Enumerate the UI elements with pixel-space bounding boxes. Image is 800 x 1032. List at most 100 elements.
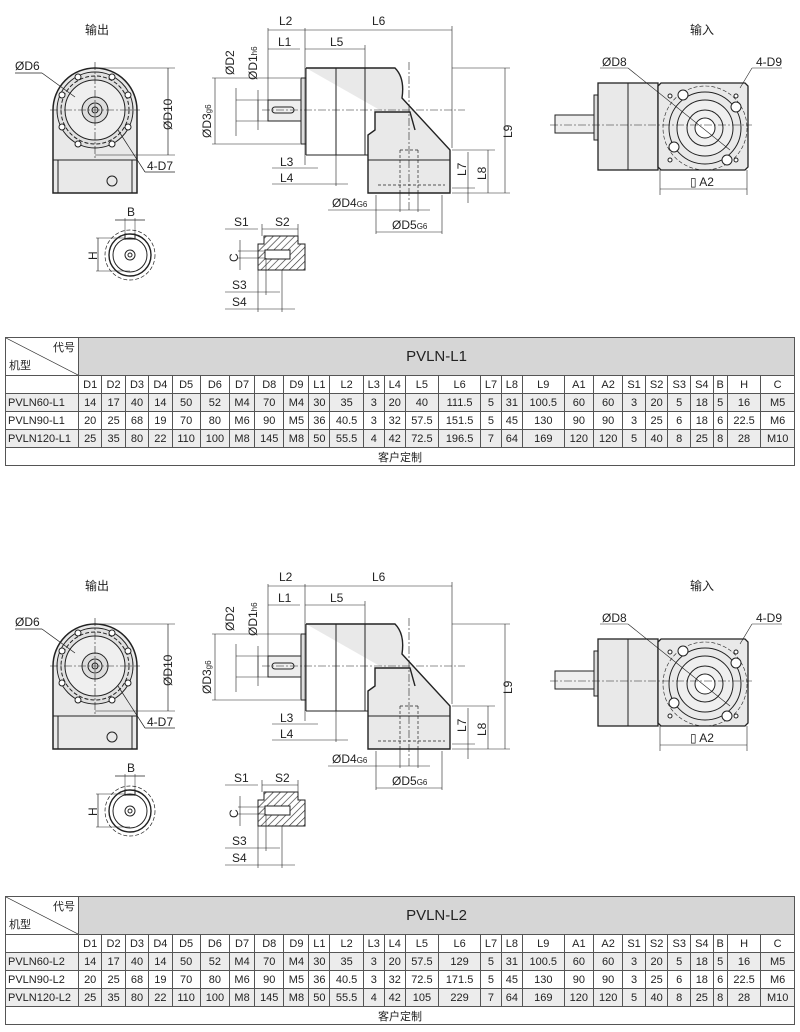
table-title: PVLN-L1 [78,337,795,376]
column-header-l5: L5 [404,375,440,394]
column-header-l6: L6 [438,375,482,394]
value-cell-b: 6 [712,411,728,430]
value-cell-d4: 22 [148,988,173,1007]
value-cell-s4: 25 [690,988,714,1007]
value-cell-d2: 25 [101,411,126,430]
b-label: B [127,205,135,219]
column-header-s2: S2 [644,375,669,394]
value-cell-a1: 60 [563,952,595,971]
value-cell-a2: 60 [592,952,624,971]
column-header-d9: D9 [283,375,310,394]
column-header-d6: D6 [199,934,231,953]
value-cell-s3: 5 [667,952,692,971]
column-header-d8: D8 [254,375,285,394]
value-cell-d1: 20 [77,970,103,989]
value-cell-d9: M4 [283,393,310,412]
d7-label: 4-D7 [147,159,173,173]
value-cell-a1: 90 [563,970,595,989]
drawing-pvln-l1: 输出 ØD6 ØD10 4-D7 B H [0,0,800,335]
value-cell-h: 16 [726,393,762,412]
value-cell-d2: 25 [101,970,126,989]
input-label: 输入 [690,578,714,593]
value-cell-l3: 4 [362,429,385,448]
value-cell-c: M5 [760,393,795,412]
value-cell-d6: 80 [199,970,231,989]
code-label: 代号 [53,901,75,913]
value-cell-d2: 17 [101,393,126,412]
value-cell-d1: 25 [77,429,103,448]
value-cell-d8: 145 [254,988,285,1007]
dimension-drawing: 输出 ØD6 ØD10 4-D7 B H [15,14,782,312]
column-header-d4: D4 [148,934,173,953]
s3-label: S3 [232,834,247,848]
od10-label: ØD10 [161,654,175,686]
od3-label: ØD3g6 [200,104,214,138]
value-cell-d4: 14 [148,952,173,971]
column-header-l8: L8 [500,934,523,953]
d9-label: 4-D9 [756,55,782,69]
l2-label: L2 [279,570,293,584]
side-view [212,26,510,234]
column-header-l5: L5 [404,934,440,953]
value-cell-d8: 70 [254,952,285,971]
model-label: 机型 [9,919,31,931]
value-cell-l1: 36 [308,970,331,989]
side-view [212,582,510,790]
column-header-d1: D1 [77,934,103,953]
value-cell-s3: 5 [667,393,692,412]
value-cell-l2: 40.5 [329,970,364,989]
od10-label: ØD10 [161,98,175,130]
value-cell-s1: 3 [622,970,646,989]
value-cell-d5: 50 [171,952,201,971]
value-cell-l3: 4 [362,988,385,1007]
h-label: H [86,251,100,260]
c-label: C [227,253,241,262]
l4-label: L4 [280,727,294,741]
value-cell-d8: 90 [254,411,285,430]
value-cell-d4: 19 [148,411,173,430]
column-header-h: H [726,375,762,394]
value-cell-l4: 20 [383,952,406,971]
value-cell-d8: 90 [254,970,285,989]
s2-label: S2 [275,771,290,785]
value-cell-d3: 80 [124,429,150,448]
value-cell-d4: 14 [148,393,173,412]
od6-label: ØD6 [15,615,40,629]
value-cell-h: 28 [726,429,762,448]
column-header-empty [5,934,79,953]
model-cell: PVLN120-L2 [5,988,79,1007]
l2-label: L2 [279,14,293,28]
diagonal-divider [6,338,78,375]
column-header-b: B [712,934,728,953]
value-cell-s4: 18 [690,393,714,412]
value-cell-d2: 35 [101,429,126,448]
column-header-h: H [726,934,762,953]
model-cell: PVLN120-L1 [5,429,79,448]
s1-label: S1 [234,771,249,785]
s2-label: S2 [275,215,290,229]
column-header-d5: D5 [171,934,201,953]
value-cell-c: M6 [760,970,795,989]
column-header-l4: L4 [383,934,406,953]
custom-footer: 客户定制 [5,447,795,466]
od3-label: ØD3g6 [200,660,214,694]
value-cell-d9: M4 [283,952,310,971]
value-cell-l2: 35 [329,952,364,971]
key-section-view [225,224,306,312]
l8-label: L8 [475,166,489,180]
value-cell-l7: 5 [480,411,502,430]
h-label: H [86,807,100,816]
value-cell-d4: 19 [148,970,173,989]
value-cell-l9: 169 [521,988,565,1007]
column-header-l6: L6 [438,934,482,953]
column-header-d3: D3 [124,934,150,953]
column-header-s4: S4 [690,375,714,394]
value-cell-s1: 3 [622,952,646,971]
value-cell-d5: 70 [171,970,201,989]
value-cell-l5: 57.5 [404,952,440,971]
